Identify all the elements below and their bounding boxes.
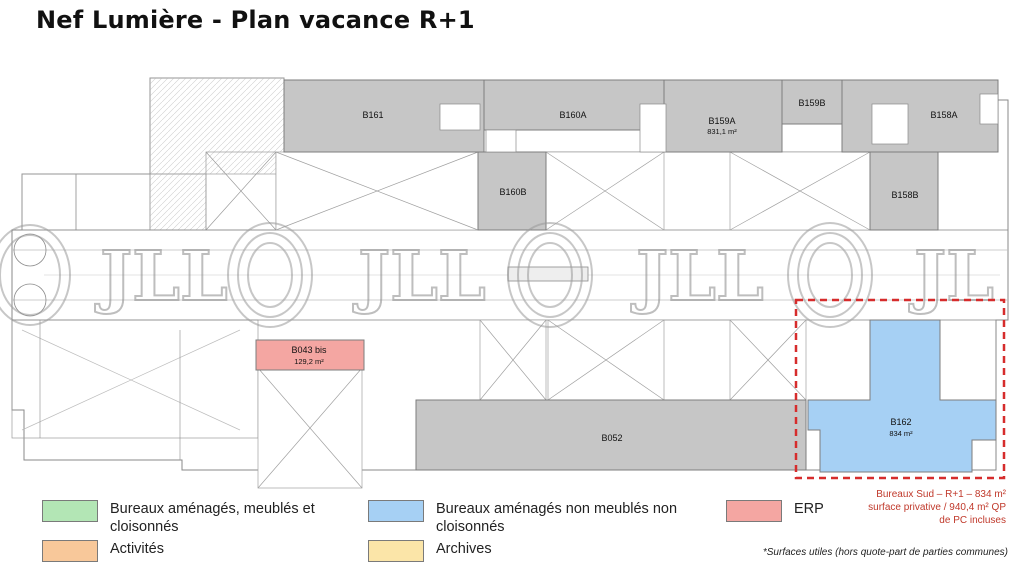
legend-label-erp: ERP — [794, 501, 824, 517]
area-b162: 834 m² — [889, 429, 913, 438]
label-b043bis: B043 bis — [291, 345, 327, 355]
lot-b159b — [781, 79, 843, 125]
lot-b159a — [663, 79, 783, 153]
footnote: *Surfaces utiles (hors quote-part de par… — [762, 547, 1008, 558]
lot-b043bis — [255, 339, 365, 371]
atrium-voids — [257, 151, 871, 489]
label-b052: B052 — [601, 433, 622, 443]
legend-swatch-green — [42, 500, 98, 522]
legend-label-non-meubles: Bureaux aménagés non meublés non cloison… — [436, 501, 678, 535]
label-b160a: B160A — [559, 110, 586, 120]
label-b158a: B158A — [930, 110, 957, 120]
area-b043bis: 129,2 m² — [294, 357, 324, 366]
legend-swatch-blue — [368, 500, 424, 522]
highlight-note-line1: Bureaux Sud – R+1 – 834 m² — [876, 489, 1006, 500]
lot-b158b — [869, 151, 939, 231]
lots — [255, 79, 999, 473]
highlight-note-line2: surface privative / 940,4 m² QP — [868, 502, 1006, 513]
highlight-note-line3: de PC incluses — [939, 515, 1006, 526]
lot-b162 — [807, 319, 997, 473]
lot-b160a — [483, 79, 665, 131]
svg-text:JL: JL — [909, 237, 994, 317]
lot-b052 — [415, 399, 807, 471]
legend-swatch-red — [726, 500, 782, 522]
label-b158b: B158B — [891, 190, 918, 200]
lot-b158a — [841, 79, 999, 153]
legend-swatch-yellow — [368, 540, 424, 562]
svg-text:JLL: JLL — [95, 237, 228, 317]
legend-item-erp: ERP — [726, 500, 824, 522]
legend-label-meubles: Bureaux aménagés, meublés et cloisonnés — [110, 501, 315, 535]
svg-text:JLL: JLL — [353, 237, 486, 317]
service-cores — [439, 93, 999, 153]
area-b159a: 831,1 m² — [707, 127, 737, 136]
jll-watermark — [0, 222, 873, 328]
legend-item-non-meubles: Bureaux aménagés non meublés non cloison… — [368, 500, 698, 536]
page-title: Nef Lumière - Plan vacance R+1 — [36, 6, 475, 34]
svg-text:JLL: JLL — [631, 237, 764, 317]
label-b162: B162 — [890, 417, 911, 427]
highlight-note: Bureaux Sud – R+1 – 834 m² surface priva… — [816, 488, 1006, 527]
label-b159b: B159B — [798, 98, 825, 108]
legend-label-activites: Activités — [110, 541, 164, 557]
label-b161: B161 — [362, 110, 383, 120]
legend-item-activites: Activités — [42, 540, 164, 562]
legend-item-archives: Archives — [368, 540, 492, 562]
label-b159a: B159A — [708, 116, 735, 126]
legend-swatch-orange — [42, 540, 98, 562]
jll-watermark-text: JLL JLL JLL JL — [94, 236, 995, 318]
legend-label-archives: Archives — [436, 541, 492, 557]
legend-item-meubles: Bureaux aménagés, meublés et cloisonnés — [42, 500, 352, 536]
label-b160b: B160B — [499, 187, 526, 197]
